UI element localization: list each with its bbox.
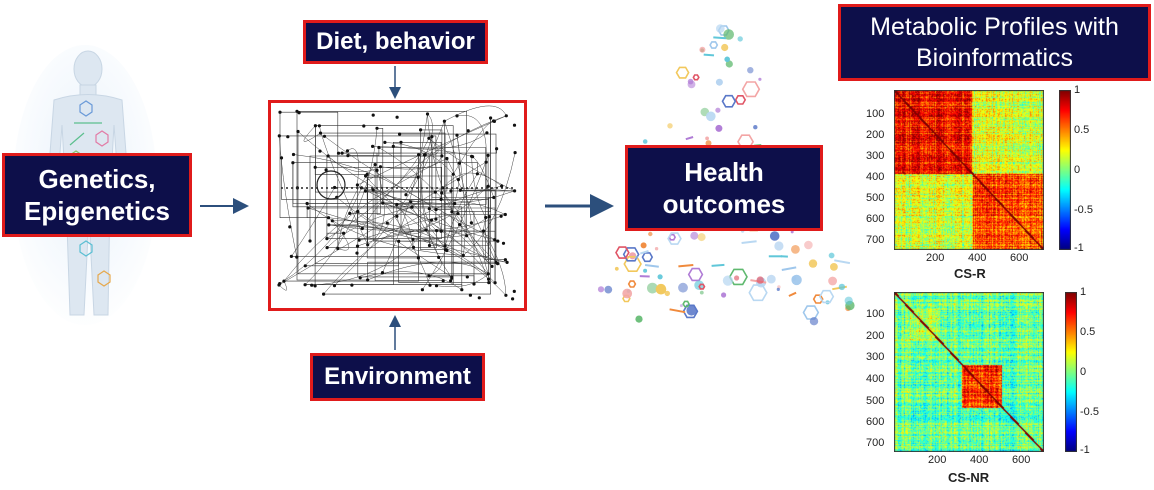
ytick: 300 xyxy=(866,351,885,363)
heatmap-cs-nr: 100 200 300 400 500 600 700 200 400 600 … xyxy=(862,286,1099,486)
heatmap-cs-r-plot xyxy=(894,90,1044,250)
environment-label: Environment xyxy=(310,353,485,401)
heatmap-cs-r: 100 200 300 400 500 600 700 200 400 600 … xyxy=(862,84,1097,281)
metabolic-profiles-label: Metabolic Profiles with Bioinformatics xyxy=(838,4,1151,81)
xtick: 200 xyxy=(928,454,947,466)
metabolic-network-map xyxy=(268,100,527,311)
colorbar-cs-nr xyxy=(1065,292,1077,452)
environment-label-text: Environment xyxy=(324,363,471,390)
xtick: 400 xyxy=(968,252,987,264)
diet-behavior-label: Diet, behavior xyxy=(303,20,488,64)
xtick: 200 xyxy=(926,252,945,264)
ytick: 700 xyxy=(866,437,885,449)
heatmap-cs-nr-plot xyxy=(894,292,1044,452)
colorbar-tick: -1 xyxy=(1080,444,1090,456)
ytick: 600 xyxy=(866,213,885,225)
health-outcomes-label: Health outcomes xyxy=(625,145,823,231)
colorbar-tick: 0 xyxy=(1080,366,1087,378)
genetics-label-line-2: Epigenetics xyxy=(24,196,170,226)
genetics-label-line-1: Genetics, xyxy=(38,164,156,194)
colorbar-tick: 0 xyxy=(1074,164,1081,176)
ytick: 200 xyxy=(866,129,885,141)
health-label-line-1: Health xyxy=(684,157,764,187)
heatmap-cs-r-title: CS-R xyxy=(954,266,986,281)
colorbar-tick: 0.5 xyxy=(1080,326,1096,338)
genetics-epigenetics-label: Genetics, Epigenetics xyxy=(2,153,192,237)
ytick: 500 xyxy=(866,395,885,407)
colorbar-tick: 0.5 xyxy=(1074,124,1090,136)
health-label-line-2: outcomes xyxy=(662,189,786,219)
ytick: 400 xyxy=(866,171,885,183)
colorbar-tick: -0.5 xyxy=(1074,204,1093,216)
ytick: 600 xyxy=(866,416,885,428)
colorbar-tick: 1 xyxy=(1074,84,1081,96)
colorbar-tick: 1 xyxy=(1080,286,1087,298)
colorbar-cs-r xyxy=(1059,90,1071,250)
xtick: 600 xyxy=(1010,252,1029,264)
xtick: 400 xyxy=(970,454,989,466)
colorbar-tick: -1 xyxy=(1074,242,1084,254)
colorbar-tick: -0.5 xyxy=(1080,406,1099,418)
ytick: 200 xyxy=(866,330,885,342)
heatmap-cs-nr-title: CS-NR xyxy=(948,470,990,485)
ytick: 100 xyxy=(866,108,885,120)
ytick: 500 xyxy=(866,192,885,204)
diet-label-text: Diet, behavior xyxy=(316,28,475,55)
ytick: 400 xyxy=(866,373,885,385)
metabolic-label-line-1: Metabolic Profiles with xyxy=(870,12,1119,41)
metabolic-label-line-2: Bioinformatics xyxy=(916,43,1073,72)
ytick: 300 xyxy=(866,150,885,162)
xtick: 600 xyxy=(1012,454,1031,466)
ytick: 700 xyxy=(866,234,885,246)
ytick: 100 xyxy=(866,308,885,320)
